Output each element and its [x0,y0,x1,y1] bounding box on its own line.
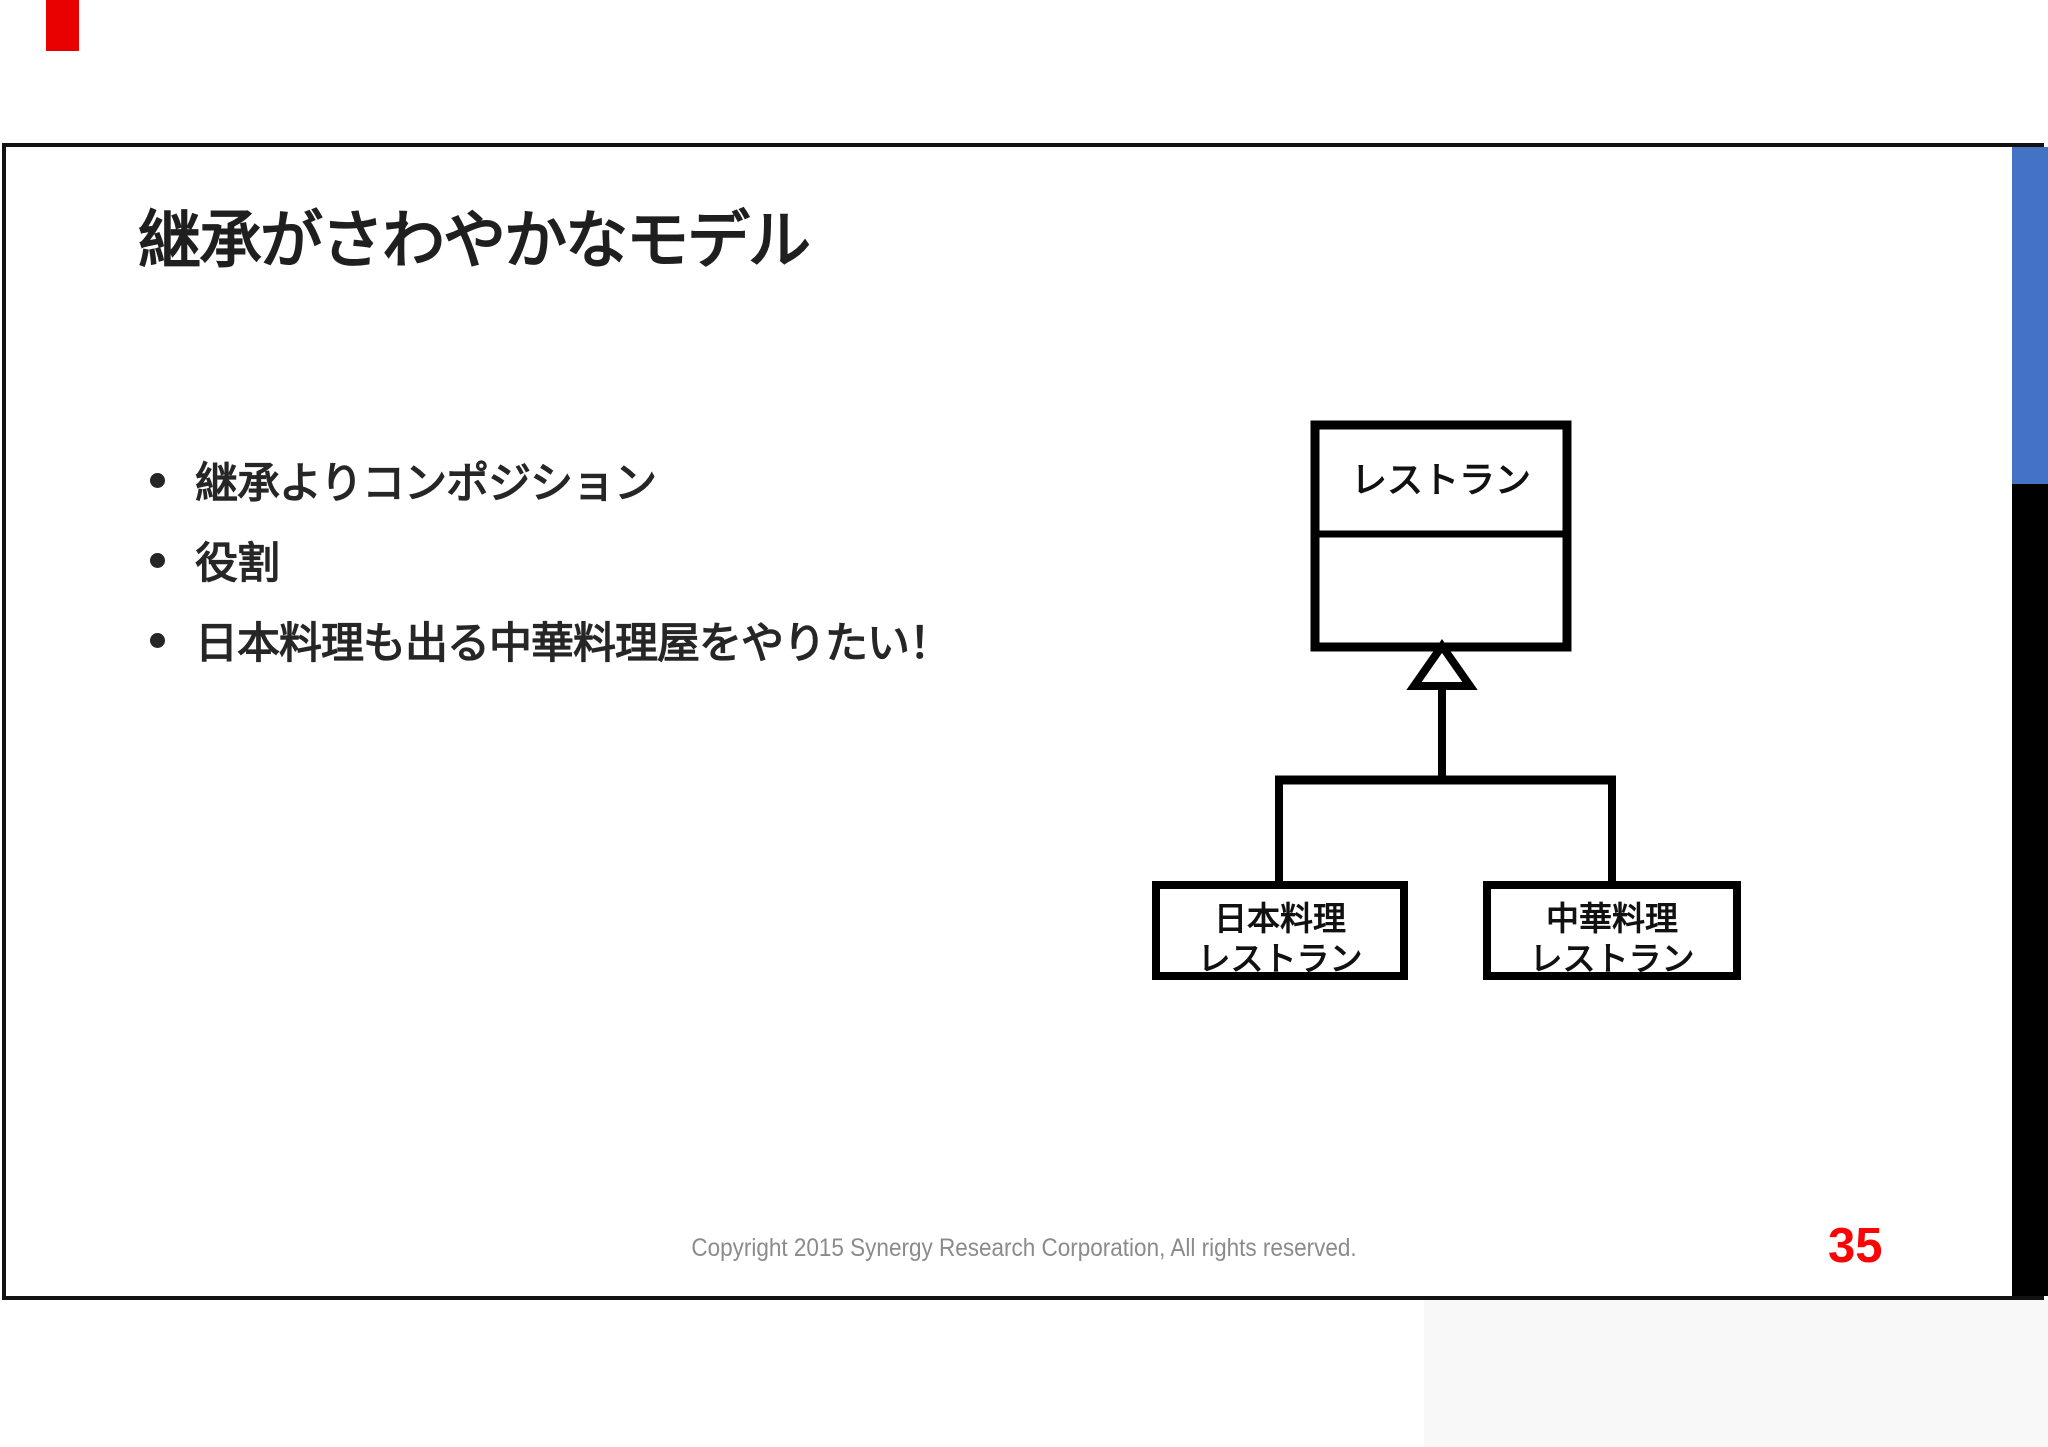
bullet-text: 役割 [195,540,280,588]
bullet-item: 役割 [150,520,951,600]
uml-child-label-line1: 中華料理 [1546,900,1678,937]
bullet-dot-icon [150,472,165,488]
bullet-text: 継承よりコンポジション [195,460,657,508]
bullet-text: 日本料理も出る中華料理屋をやりたい！ [195,620,952,668]
bullet-item: 日本料理も出る中華料理屋をやりたい！ [150,600,952,680]
bullet-list: 継承よりコンポジション 役割 日本料理も出る中華料理屋をやりたい！ [150,440,952,680]
uml-parent-class-label: レストラン [1351,459,1531,500]
copyright-text: Copyright 2015 Synergy Research Corporat… [691,1234,1357,1262]
bullet-dot-icon [150,632,165,648]
page-number: 35 [1828,1219,1883,1273]
uml-inheritance-diagram: レストラン 日本料理 レストラン 中華料理 レストラン [1152,420,1741,980]
bottom-right-tint [1424,1300,2048,1447]
uml-child-label-line2: レストラン [1198,940,1363,977]
right-edge-black-bar [2012,484,2048,1296]
slide-frame [2,143,2044,1300]
red-corner-marker [46,0,79,51]
bullet-item: 継承よりコンポジション [150,440,951,520]
bullet-dot-icon [150,552,165,568]
uml-child-class-box-chinese [1483,881,1741,980]
uml-child-label-line2: レストラン [1530,940,1695,977]
uml-child-label-line1: 日本料理 [1214,900,1346,937]
right-edge-blue-bar [2012,147,2048,484]
uml-inheritance-triangle-icon [1406,639,1478,690]
uml-child-class-box-japanese [1152,881,1408,980]
slide-title: 継承がさわやかなモデル [138,206,811,276]
